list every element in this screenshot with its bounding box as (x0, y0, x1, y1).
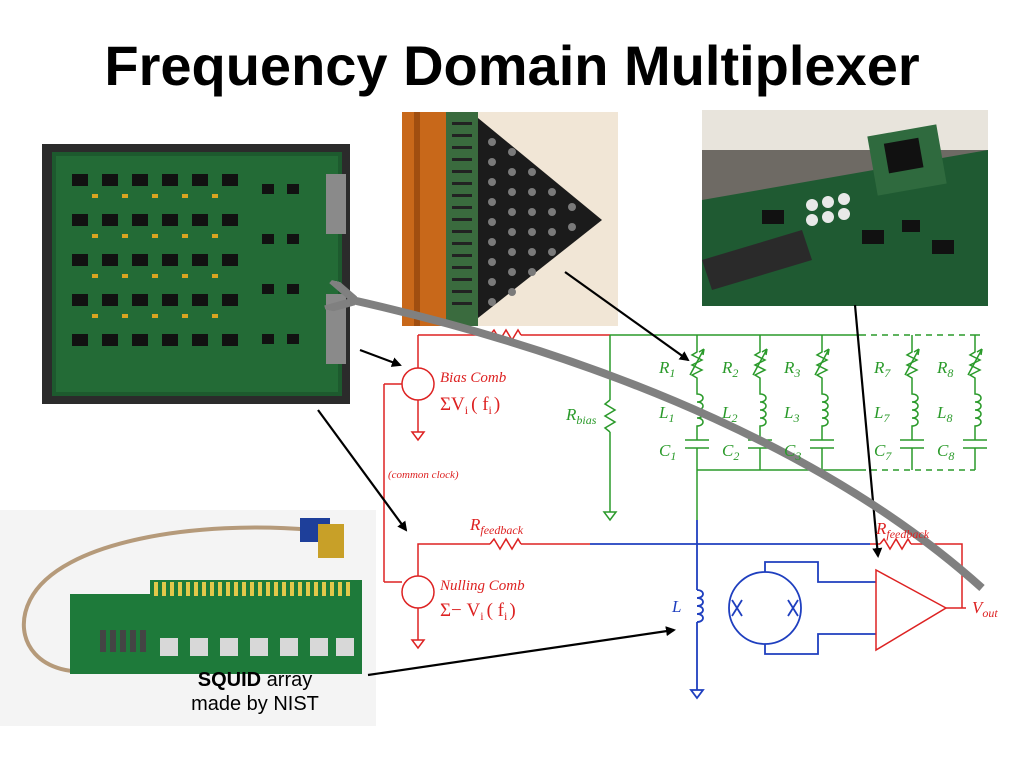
resonator-network (602, 334, 980, 522)
signal-return-arrow (352, 300, 985, 591)
electronics-board-photo (42, 144, 350, 404)
squid-array-photo (0, 510, 376, 726)
bias-comb-formula: ΣVi( fi) (440, 394, 500, 417)
resistor-label-2: R2 (721, 358, 738, 380)
capacitor-label-2: C2 (722, 441, 739, 463)
output-amplifier (870, 537, 966, 652)
slide-title: Frequency Domain Multiplexer (104, 34, 920, 97)
caption-bold: SQUID (197, 669, 262, 691)
pointer-arrows (317, 271, 883, 677)
inductor-label-3: L3 (783, 403, 799, 425)
inductor-label-1: L1 (658, 403, 674, 425)
resistor-label-3: R3 (783, 358, 800, 380)
variable-resistor-arrow-1 (689, 348, 705, 376)
variable-resistor-arrow-4 (904, 348, 920, 376)
readout-hardware-photo (702, 110, 988, 306)
resonator-branch-2 (748, 335, 772, 470)
capacitor-label-1: C1 (659, 441, 676, 463)
r-bias-label: Rbias (565, 405, 597, 427)
variable-resistor-arrow-5 (967, 348, 983, 376)
r-feedback-right-label: Rfeedback (875, 519, 930, 541)
resistor-label-5: R8 (936, 358, 953, 380)
inductor-label-2: L2 (721, 403, 737, 425)
detector-wafer-photo (402, 112, 618, 326)
capacitor-label-4: C7 (874, 441, 892, 463)
resonator-branch-5 (963, 335, 987, 470)
resonator-branches (685, 335, 987, 470)
inductor-label-4: L7 (873, 403, 890, 425)
squid-inductor-label: L (671, 597, 681, 616)
resonator-branch-3 (810, 335, 834, 470)
resistor-label-1: R1 (658, 358, 675, 380)
squid-loop (590, 520, 876, 700)
variable-resistor-arrow-2 (752, 348, 768, 376)
variable-resistor-arrow-3 (814, 348, 830, 376)
resonator-branch-1 (685, 335, 709, 470)
bias-network (383, 328, 610, 650)
bias-comb-label: Bias Comb (440, 370, 507, 386)
squid-caption: SQUID array made by NIST (150, 668, 360, 716)
v-out-label: Vout (972, 598, 998, 620)
resonator-branch-4 (900, 335, 924, 470)
common-clock-label: (common clock) (388, 469, 459, 481)
capacitor-label-5: C8 (937, 441, 954, 463)
inductor-label-5: L8 (936, 403, 952, 425)
resistor-label-4: R7 (873, 358, 891, 380)
caption-rest: array (261, 669, 313, 691)
caption-line2: made by NIST (191, 693, 319, 715)
nulling-comb-formula: Σ− Vi( fi) (440, 600, 516, 623)
r-feedback-left-label: Rfeedback (469, 515, 524, 537)
capacitor-label-3: C3 (784, 441, 801, 463)
nulling-comb-label: Nulling Comb (439, 578, 525, 594)
